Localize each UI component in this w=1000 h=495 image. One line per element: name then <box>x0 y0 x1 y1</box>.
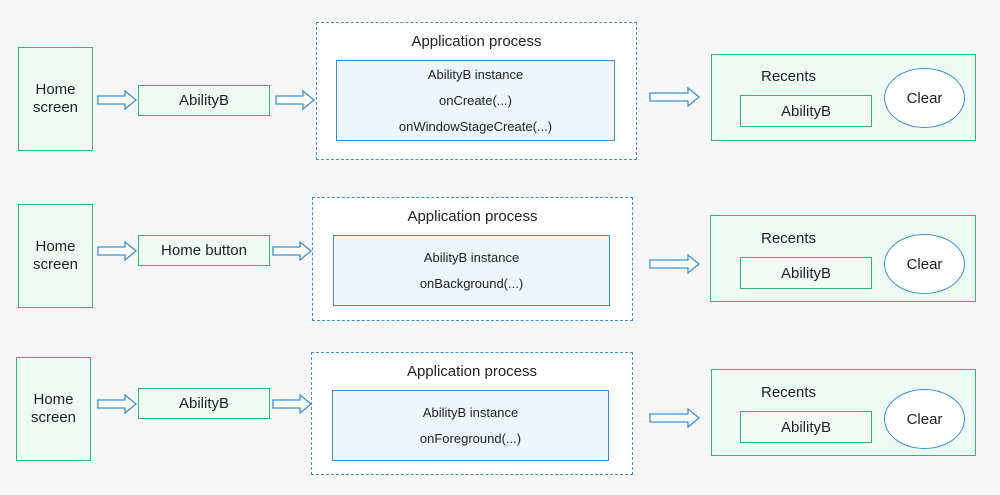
flow-arrow-icon <box>649 253 701 275</box>
flow-arrow-icon <box>649 407 701 429</box>
recents-item-label: AbilityB <box>780 418 832 436</box>
recents-title: Recents <box>761 68 817 85</box>
clear-button[interactable]: Clear <box>884 234 965 294</box>
instance-lines: AbilityB instance onForeground(...) <box>420 400 521 452</box>
action-box: AbilityB <box>138 388 270 419</box>
instance-name: AbilityB instance <box>427 66 524 82</box>
recents-item[interactable]: AbilityB <box>740 411 872 443</box>
home-screen-label: Home screen <box>30 391 77 426</box>
recents-title: Recents <box>761 384 817 401</box>
flow-arrow-icon <box>272 393 313 415</box>
action-label: AbilityB <box>178 92 230 109</box>
action-box: Home button <box>138 235 270 266</box>
recents-item[interactable]: AbilityB <box>740 95 872 127</box>
instance-lines: AbilityB instance onBackground(...) <box>420 245 523 297</box>
clear-label: Clear <box>906 255 943 273</box>
flow-arrow-icon <box>275 89 316 111</box>
home-screen-label: Home screen <box>32 238 79 273</box>
home-screen-box: Home screen <box>16 357 91 461</box>
flow-arrow-icon <box>649 86 701 108</box>
flow-arrow-icon <box>97 393 138 415</box>
recents-item-label: AbilityB <box>780 264 832 282</box>
instance-lines: AbilityB instance onCreate(...) onWindowSt… <box>399 62 552 140</box>
action-label: Home button <box>161 242 247 259</box>
home-screen-box: Home screen <box>18 204 93 308</box>
lifecycle-callback: onWindowStageCreate(...) <box>398 118 553 134</box>
recents-item-label: AbilityB <box>780 102 832 120</box>
application-process-title: Application process <box>407 208 538 225</box>
flow-arrow-icon <box>97 240 138 262</box>
home-screen-label: Home screen <box>32 81 79 116</box>
action-label: AbilityB <box>178 395 230 412</box>
ability-instance-box: AbilityB instance onCreate(...) onWindowSt… <box>336 60 615 141</box>
clear-label: Clear <box>906 410 943 428</box>
flow-arrow-icon <box>97 89 138 111</box>
lifecycle-callback: onForeground(...) <box>419 430 522 446</box>
clear-button[interactable]: Clear <box>884 389 965 449</box>
lifecycle-callback: onBackground(...) <box>419 275 524 291</box>
home-screen-box: Home screen <box>18 47 93 151</box>
ability-instance-box: AbilityB instance onForeground(...) <box>332 390 609 461</box>
application-process-title: Application process <box>406 363 538 380</box>
instance-name: AbilityB instance <box>423 249 520 265</box>
clear-button[interactable]: Clear <box>884 68 965 128</box>
flow-arrow-icon <box>272 240 313 262</box>
ability-instance-box: AbilityB instance onBackground(...) <box>333 235 610 306</box>
action-box: AbilityB <box>138 85 270 116</box>
lifecycle-callback: onCreate(...) <box>439 92 512 108</box>
application-process-title: Application process <box>411 33 542 50</box>
recents-item[interactable]: AbilityB <box>740 257 872 289</box>
instance-name: AbilityB instance <box>422 404 519 420</box>
clear-label: Clear <box>906 89 943 107</box>
recents-title: Recents <box>761 230 817 247</box>
